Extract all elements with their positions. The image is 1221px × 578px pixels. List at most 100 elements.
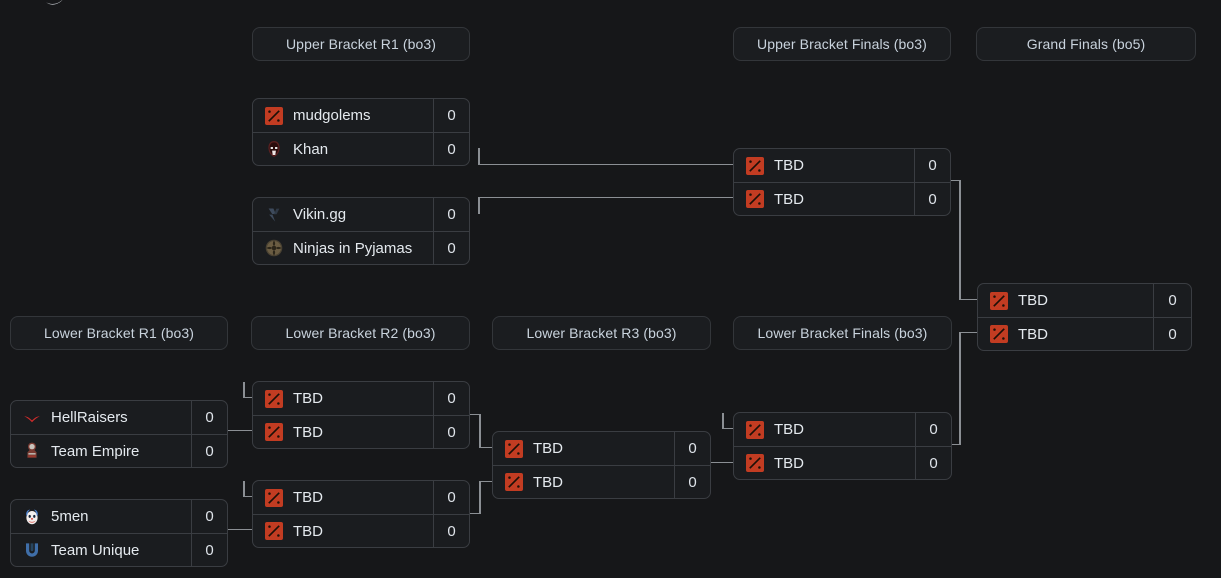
connector-ubf-to-gf-stub: [951, 180, 961, 181]
round-header-lower-bracket-r2[interactable]: Lower Bracket R2 (bo3): [251, 316, 470, 350]
team-score: 0: [433, 198, 469, 231]
team-score: 0: [433, 481, 469, 514]
connector-lbf-feed-horizontal: [722, 428, 735, 429]
team-score: 0: [433, 382, 469, 415]
team-score: 0: [191, 435, 227, 467]
team-name: TBD: [1018, 292, 1048, 309]
team-score: 0: [433, 515, 469, 547]
team-score: 0: [674, 432, 710, 465]
connector-lbr2-m1-stub: [470, 414, 481, 415]
team-row[interactable]: TBD 0: [493, 432, 710, 465]
team-row[interactable]: Team Empire 0: [11, 434, 227, 467]
team-info: TBD: [734, 149, 914, 182]
team-info: TBD: [493, 432, 674, 465]
team-row[interactable]: TBD 0: [734, 149, 950, 182]
team-name: TBD: [774, 454, 804, 472]
match-lower-bracket-r1-m2[interactable]: 5men 0 Team Unique 0: [10, 499, 228, 567]
team-score: 0: [433, 232, 469, 264]
connector-ubr1-m1-horizontal: [478, 164, 734, 165]
connector-lbr2-m1-feed-vertical: [243, 382, 245, 398]
connector-lbr2-m2-feed-vertical: [243, 481, 245, 497]
team-score: 0: [433, 99, 469, 132]
team-row[interactable]: TBD 0: [734, 182, 950, 215]
team-row[interactable]: Vikin.gg 0: [253, 198, 469, 231]
round-header-upper-bracket-finals[interactable]: Upper Bracket Finals (bo3): [733, 27, 951, 61]
match-grand-finals[interactable]: TBD 0 TBD 0: [977, 283, 1192, 351]
team-score: 0: [191, 534, 227, 566]
team-name: TBD: [774, 421, 804, 438]
team-name: TBD: [293, 489, 323, 506]
team-row[interactable]: TBD 0: [978, 284, 1191, 317]
team-row[interactable]: Ninjas in Pyjamas 0: [253, 231, 469, 264]
connector-lbr1-m1-horizontal: [228, 430, 261, 431]
dota-logo-icon: [745, 453, 765, 473]
team-info: TBD: [253, 515, 433, 547]
match-upper-bracket-r1-m2[interactable]: Vikin.gg 0 Ninjas in Pyjamas 0: [252, 197, 470, 265]
team-info: TBD: [978, 318, 1153, 350]
team-score: 0: [191, 401, 227, 434]
team-row[interactable]: Khan 0: [253, 132, 469, 165]
connector-lbf-to-gf-vertical: [959, 332, 961, 445]
dota-logo-icon: [745, 189, 765, 209]
team-score: 0: [1153, 284, 1191, 317]
round-header-label: Lower Bracket R3 (bo3): [526, 325, 677, 341]
match-lower-bracket-r1-m1[interactable]: HellRaisers 0 Team Empire 0: [10, 400, 228, 468]
match-upper-bracket-r1-m1[interactable]: mudgolems 0 Khan 0: [252, 98, 470, 166]
team-score: 0: [674, 466, 710, 498]
team-score: 0: [1153, 318, 1191, 350]
team-row[interactable]: TBD 0: [734, 413, 951, 446]
team-info: Khan: [253, 133, 433, 165]
match-lower-bracket-r2-m2[interactable]: TBD 0 TBD 0: [252, 480, 470, 548]
team-info: Vikin.gg: [253, 198, 433, 231]
team-score: 0: [191, 500, 227, 533]
team-row[interactable]: Team Unique 0: [11, 533, 227, 566]
team-row[interactable]: TBD 0: [253, 382, 469, 415]
team-name: Team Unique: [51, 541, 140, 559]
team-name: Team Empire: [51, 442, 140, 460]
team-info: TBD: [978, 284, 1153, 317]
round-header-grand-finals[interactable]: Grand Finals (bo5): [976, 27, 1196, 61]
team-row[interactable]: TBD 0: [493, 465, 710, 498]
match-lower-bracket-finals[interactable]: TBD 0 TBD 0: [733, 412, 952, 480]
connector-ubr1-m1-vertical: [478, 148, 480, 165]
round-header-upper-bracket-r1[interactable]: Upper Bracket R1 (bo3): [252, 27, 470, 61]
connector-ubr1-m2-horizontal: [478, 197, 734, 198]
connector-lbr3-horizontal: [711, 462, 735, 463]
connector-lbr2-m1-horizontal: [479, 447, 502, 448]
team-name: Vikin.gg: [293, 206, 347, 223]
team-row[interactable]: TBD 0: [734, 446, 951, 479]
team-row[interactable]: TBD 0: [253, 481, 469, 514]
team-row[interactable]: mudgolems 0: [253, 99, 469, 132]
team-name: TBD: [293, 390, 323, 407]
match-lower-bracket-r2-m1[interactable]: TBD 0 TBD 0: [252, 381, 470, 449]
team-name: mudgolems: [293, 107, 371, 124]
match-lower-bracket-r3[interactable]: TBD 0 TBD 0: [492, 431, 711, 499]
team-row[interactable]: TBD 0: [253, 514, 469, 547]
hellraisers-logo-icon: [22, 408, 42, 428]
team-info: 5men: [11, 500, 191, 533]
team-name: TBD: [293, 423, 323, 441]
empire-logo-icon: [22, 441, 42, 461]
team-row[interactable]: HellRaisers 0: [11, 401, 227, 434]
team-row[interactable]: TBD 0: [253, 415, 469, 448]
team-row[interactable]: 5men 0: [11, 500, 227, 533]
vikin-logo-icon: [264, 205, 284, 225]
connector-lbf-feed-vertical: [722, 413, 724, 429]
round-header-lower-bracket-finals[interactable]: Lower Bracket Finals (bo3): [733, 316, 952, 350]
connector-lbf-to-gf-horizontal: [959, 332, 978, 333]
connector-lbr2-m2-horizontal: [479, 481, 502, 482]
round-header-lower-bracket-r1[interactable]: Lower Bracket R1 (bo3): [10, 316, 228, 350]
dota-logo-icon: [989, 291, 1009, 311]
team-name: 5men: [51, 508, 89, 525]
round-header-label: Grand Finals (bo5): [1026, 36, 1146, 52]
team-name: TBD: [533, 473, 563, 491]
round-header-lower-bracket-r3[interactable]: Lower Bracket R3 (bo3): [492, 316, 711, 350]
connector-lbr1-m2-horizontal: [228, 529, 261, 530]
match-upper-bracket-finals[interactable]: TBD 0 TBD 0: [733, 148, 951, 216]
team-score: 0: [433, 416, 469, 448]
team-info: HellRaisers: [11, 401, 191, 434]
page-title-glyph: [44, 0, 66, 8]
dota-logo-icon: [264, 422, 284, 442]
team-row[interactable]: TBD 0: [978, 317, 1191, 350]
